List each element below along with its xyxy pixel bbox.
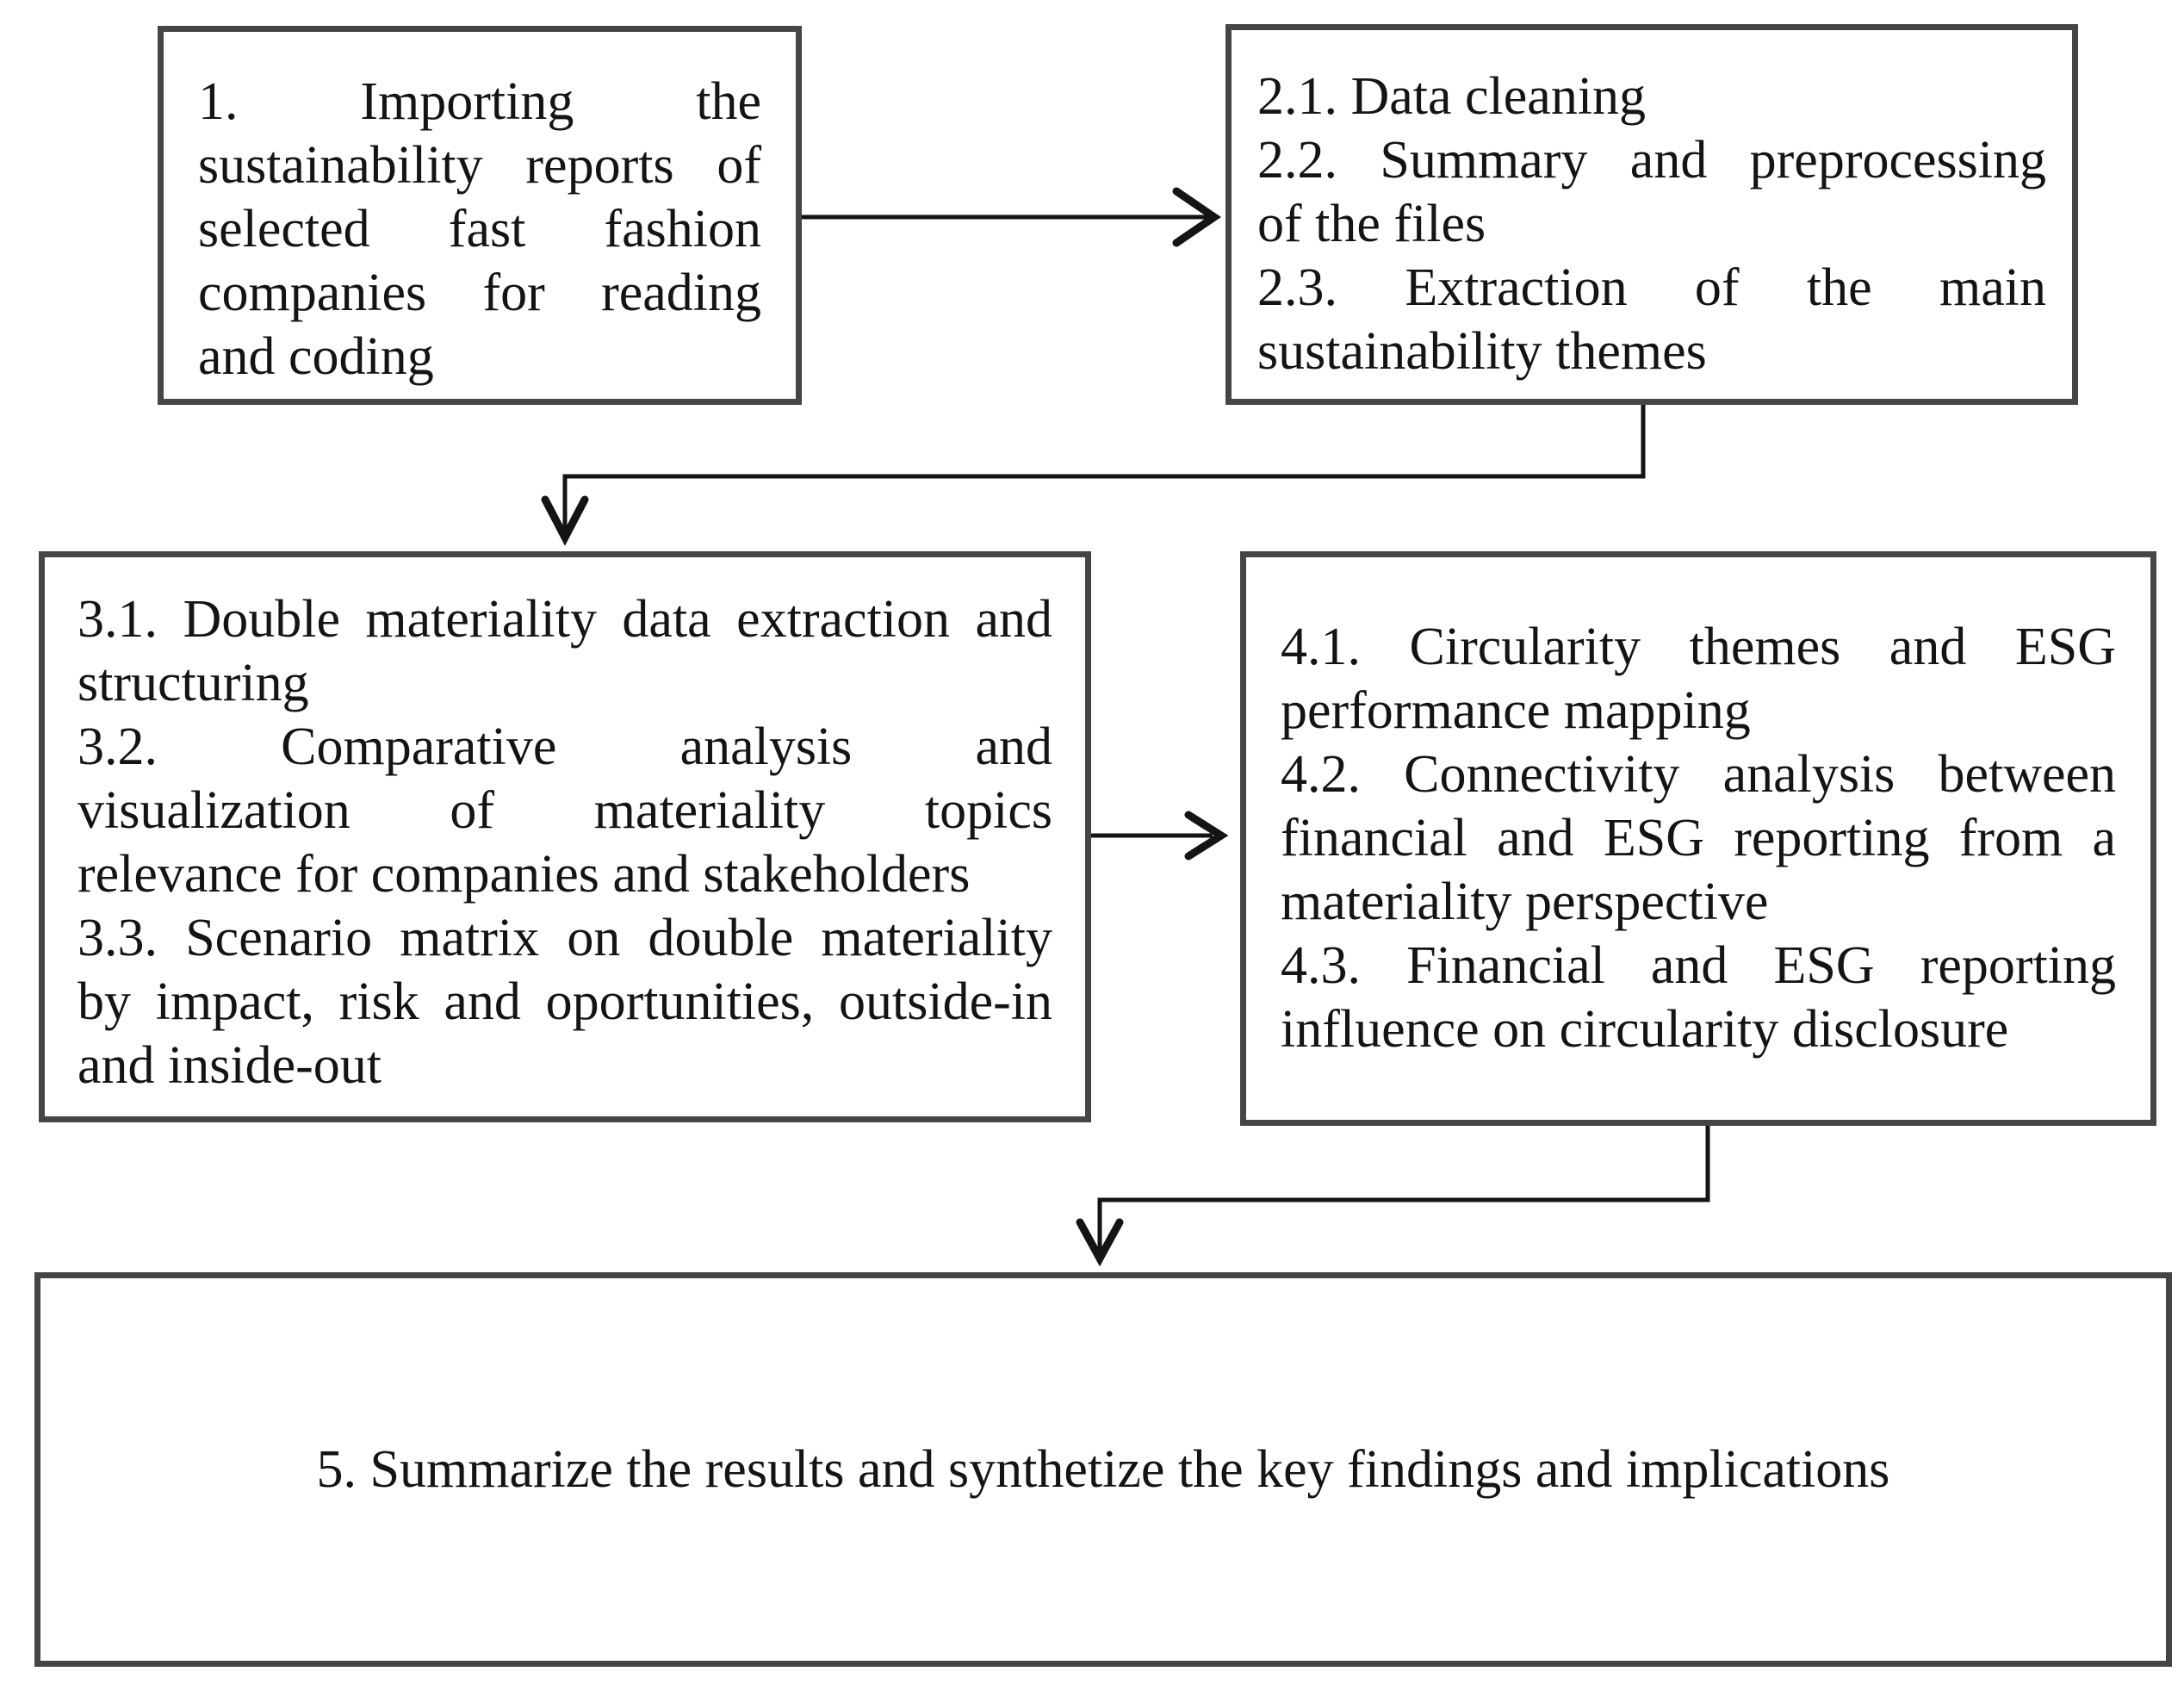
step-3-item-3: 3.3. Scenario matrix on double materiali…	[78, 906, 1052, 1097]
text-line: 2.1. Data cleaning	[1257, 67, 1647, 126]
step-4-item-3: 4.3. Financial and ESG reporting influen…	[1281, 934, 2116, 1061]
step-2-item-3: 2.3. Extraction of the main sustainabili…	[1257, 256, 2046, 383]
text-line: 3.1. Double materiality data extraction …	[78, 590, 1052, 649]
arrow-1-to-2-head	[1172, 187, 1221, 247]
step-1-text: 1. Importing the sustainability reports …	[198, 70, 761, 388]
text-line: 1. Importing the	[198, 72, 761, 131]
text-line: 4.1. Circularity themes and ESG	[1281, 618, 2116, 676]
step-5-text: 5. Summarize the results and synthetize …	[317, 1438, 1890, 1501]
text-line: sustainability reports of	[198, 136, 761, 195]
text-line: 3.2. Comparative analysis and	[78, 718, 1052, 776]
step-3-item-1: 3.1. Double materiality data extraction …	[78, 587, 1052, 715]
step-2-box: 2.1. Data cleaning 2.2. Summary and prep…	[1225, 24, 2078, 405]
step-3-box: 3.1. Double materiality data extraction …	[39, 551, 1091, 1122]
text-line: of the files	[1257, 195, 1486, 253]
text-line: materiality perspective	[1281, 873, 1769, 931]
text-line: performance mapping	[1281, 681, 1751, 740]
step-4-item-2: 4.2. Connectivity analysis between finan…	[1281, 743, 2116, 934]
step-2-item-1: 2.1. Data cleaning	[1257, 65, 2046, 128]
step-1-box: 1. Importing the sustainability reports …	[158, 26, 802, 405]
text-line: financial and ESG reporting from a	[1281, 809, 2116, 867]
text-line: 3.3. Scenario matrix on double materiali…	[78, 909, 1052, 967]
step-5-box: 5. Summarize the results and synthetize …	[34, 1272, 2172, 1667]
step-4-item-1: 4.1. Circularity themes and ESG performa…	[1281, 615, 2116, 743]
text-line: relevance for companies and stakeholders	[78, 845, 971, 904]
text-line: 2.3. Extraction of the main	[1257, 258, 2046, 317]
text-line: influence on circularity disclosure	[1281, 1000, 2009, 1059]
text-line: sustainability themes	[1257, 322, 1707, 381]
arrow-2-to-3-shaft	[562, 405, 1646, 529]
step-3-item-2: 3.2. Comparative analysis and visualizat…	[78, 715, 1052, 906]
step-4-box: 4.1. Circularity themes and ESG performa…	[1240, 551, 2156, 1126]
text-line: and coding	[198, 327, 434, 386]
text-line: visualization of materiality topics	[78, 781, 1052, 840]
step-2-item-2: 2.2. Summary and preprocessing of the fi…	[1257, 128, 2046, 256]
text-line: and inside-out	[78, 1036, 382, 1095]
text-line: 4.3. Financial and ESG reporting	[1281, 936, 2116, 995]
text-line: companies for reading	[198, 264, 761, 322]
text-line: 2.2. Summary and preprocessing	[1257, 131, 2046, 190]
text-line: by impact, risk and oportunities, outsid…	[78, 972, 1052, 1031]
text-line: 4.2. Connectivity analysis between	[1281, 745, 2116, 804]
arrow-3-to-4-head	[1184, 811, 1229, 861]
arrow-2-to-3-head	[541, 495, 589, 546]
arrow-4-to-5-shaft	[1097, 1126, 1710, 1252]
arrow-4-to-5-head	[1076, 1218, 1124, 1267]
text-line: selected fast fashion	[198, 200, 761, 258]
text-line: structuring	[78, 654, 309, 712]
text-line: 5. Summarize the results and synthetize …	[316, 1440, 1890, 1499]
